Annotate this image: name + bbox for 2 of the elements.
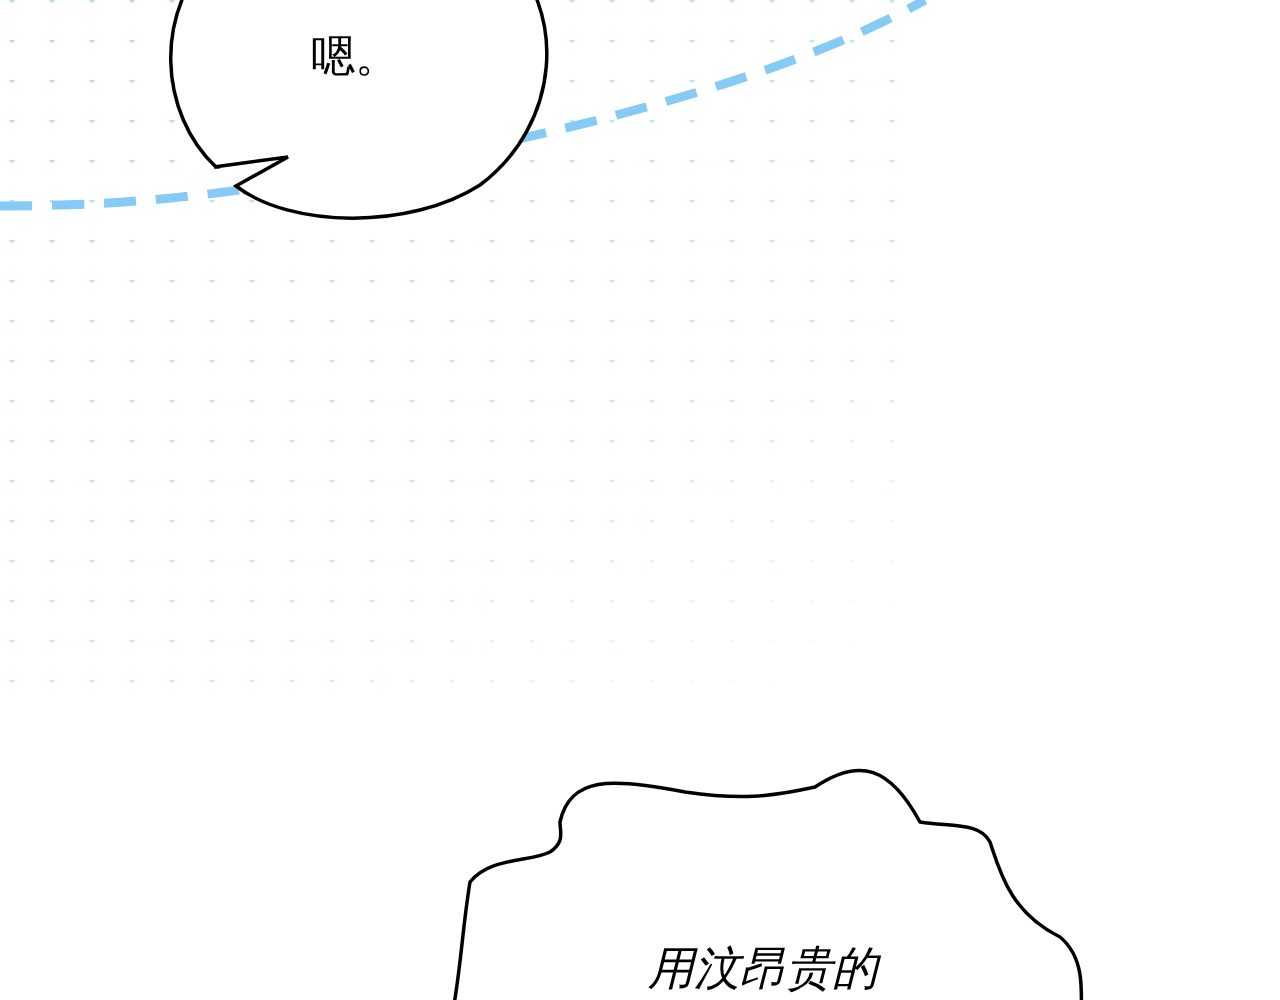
dialogue-text: 用汶昂贵的 [440, 942, 1085, 994]
dialogue-text: 嗯。 [310, 30, 400, 82]
